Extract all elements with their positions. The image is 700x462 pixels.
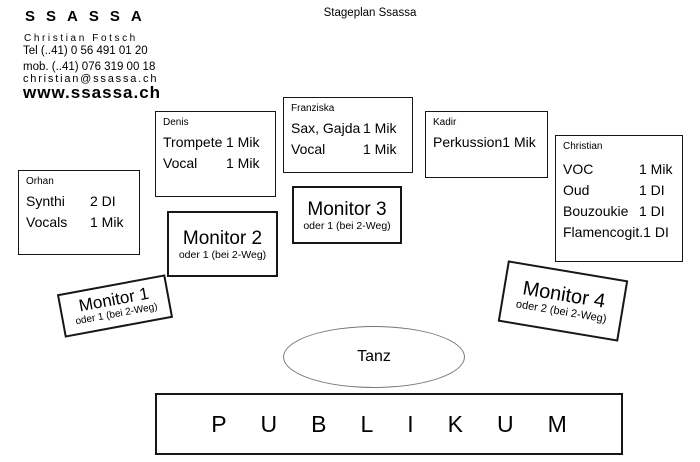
instrument-row: Vocal 1 Mik [163,153,268,174]
instrument-label: Trompete [163,134,223,150]
monitor-note: oder 1 (bei 2-Weg) [303,219,391,232]
performer-box-kadir: Kadir Perkussion 1 Mik [425,111,548,178]
monitor-box-3: Monitor 3 oder 1 (bei 2-Weg) [292,186,402,244]
io-label: 1 Mik [363,120,397,136]
performer-name: Kadir [433,117,457,128]
contact-mobile: mob. (..41) 076 319 00 18 [23,61,156,73]
instrument-label: VOC [563,161,594,177]
io-label: 1 Mik [502,134,536,150]
io-label: 1 Mik [226,134,260,150]
monitor-label: Monitor 3 [307,198,387,220]
contact-website: www.ssassa.ch [23,83,162,102]
monitor-box-1: Monitor 1 oder 1 (bei 2-Weg) [56,274,174,338]
instrument-row: Bouzoukie 1 DI [563,201,677,222]
performer-box-orhan: Orhan Synthi 2 DI Vocals 1 Mik [18,170,140,255]
page-title: Stageplan Ssassa [323,7,417,19]
io-label: 1 DI [639,203,665,219]
io-label: 1 Mik [639,161,673,177]
monitor-label: Monitor 2 [182,227,263,249]
instrument-label: Sax, Gajda [291,120,361,136]
instrument-label: Bouzoukie [563,203,629,219]
dance-area-ellipse: Tanz [283,326,465,388]
contact-tel: Tel (..41) 0 56 491 01 20 [23,45,148,57]
performer-name: Franziska [291,103,335,114]
instrument-row: Sax, Gajda 1 Mik [291,118,405,139]
instrument-row: Vocal 1 Mik [291,139,405,160]
audience-label: PUBLIKUM [211,410,601,437]
instrument-row: VOC 1 Mik [563,159,677,180]
instrument-row: Flamencogit. 1 DI [563,222,677,243]
monitor-box-2: Monitor 2 oder 1 (bei 2-Weg) [167,211,278,277]
io-label: 1 DI [639,182,665,198]
instrument-label: Vocal [291,141,326,157]
monitor-note: oder 1 (bei 2-Weg) [178,248,267,261]
io-label: 1 DI [643,224,669,240]
performer-name: Christian [563,141,603,152]
io-label: 1 Mik [363,141,397,157]
io-label: 2 DI [90,193,116,209]
io-label: 1 Mik [90,214,124,230]
instrument-label: Vocal [163,155,198,171]
contact-name: Christian Fotsch [24,33,138,44]
instrument-row: Vocals 1 Mik [26,212,132,233]
instrument-row: Trompete 1 Mik [163,132,268,153]
instrument-label: Perkussion [433,134,503,150]
monitor-box-4: Monitor 4 oder 2 (bei 2-Weg) [497,260,629,342]
performer-box-christian: Christian VOC 1 Mik Oud 1 DI Bouzoukie 1… [555,135,683,262]
performer-box-franziska: Franziska Sax, Gajda 1 Mik Vocal 1 Mik [283,97,413,173]
audience-box: PUBLIKUM [155,393,623,455]
instrument-row: Perkussion 1 Mik [433,132,540,153]
company-logo: SSASSA [25,8,153,25]
instrument-label: Flamencogit. [563,224,644,240]
performer-name: Denis [163,117,189,128]
instrument-row: Synthi 2 DI [26,191,132,212]
dance-area-label: Tanz [357,348,391,365]
contact-email: christian@ssassa.ch [23,73,159,85]
io-label: 1 Mik [226,155,260,171]
instrument-label: Vocals [26,214,68,230]
instrument-label: Synthi [26,193,65,209]
instrument-label: Oud [563,182,590,198]
performer-name: Orhan [26,176,54,187]
performer-box-denis: Denis Trompete 1 Mik Vocal 1 Mik [155,111,276,197]
instrument-row: Oud 1 DI [563,180,677,201]
